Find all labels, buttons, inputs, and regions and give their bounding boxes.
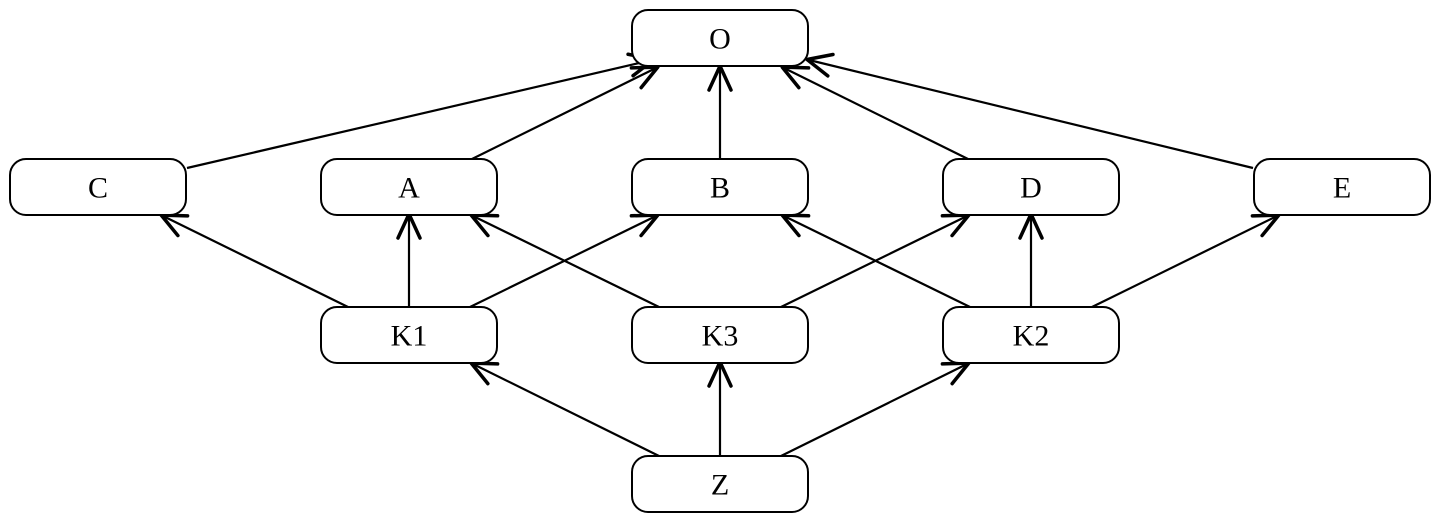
edge-k2-to-e [1091, 213, 1281, 308]
edge-b-to-o [707, 64, 733, 159]
edge-a-to-o [471, 65, 660, 160]
node-box [631, 9, 809, 67]
node-label: K1 [391, 320, 428, 353]
node-z: Z [631, 455, 809, 513]
nodes-layer: O C A B D E K1 K3 K2Z [9, 9, 1431, 513]
edge-d-to-o [780, 65, 969, 160]
node-box [631, 455, 809, 513]
node-label: K3 [702, 320, 739, 353]
edge-line [783, 215, 971, 308]
node-label: C [88, 172, 108, 205]
edge-c-to-o [186, 52, 656, 170]
node-a: A [320, 158, 498, 216]
node-k3: K3 [631, 306, 809, 364]
edge-line [471, 67, 657, 160]
arrowhead-icon [629, 65, 660, 90]
node-e: E [1253, 158, 1431, 216]
edge-line [162, 215, 349, 308]
edge-k1-to-c [159, 213, 349, 308]
edges-layer [159, 52, 1281, 457]
edge-line [469, 215, 657, 308]
node-box [320, 306, 498, 364]
edge-z-to-k3 [707, 360, 733, 456]
node-box [320, 158, 498, 216]
edge-line [472, 363, 660, 457]
node-d: D [942, 158, 1120, 216]
edge-line [780, 363, 968, 457]
node-o: O [631, 9, 809, 67]
node-label: B [710, 172, 730, 205]
node-label: Z [711, 469, 729, 502]
node-box [631, 306, 809, 364]
node-label: A [398, 172, 420, 205]
arrowhead-icon [780, 65, 811, 90]
node-label: E [1333, 172, 1351, 205]
edge-line [1091, 215, 1278, 308]
edge-line [186, 58, 653, 170]
edge-z-to-k2 [780, 361, 971, 457]
node-box [9, 158, 187, 216]
edge-line [780, 215, 968, 308]
edge-line [472, 215, 660, 308]
node-label: D [1020, 172, 1042, 205]
node-box [942, 158, 1120, 216]
node-k2: K2 [942, 306, 1120, 364]
edge-z-to-k1 [469, 361, 660, 457]
edge-line [808, 58, 1254, 170]
node-box [942, 306, 1120, 364]
node-k1: K1 [320, 306, 498, 364]
node-label: K2 [1013, 320, 1050, 353]
node-c: C [9, 158, 187, 216]
edge-line [783, 67, 969, 160]
node-box [1253, 158, 1431, 216]
node-box [631, 158, 809, 216]
edge-k2-to-d [1018, 212, 1044, 307]
node-label: O [709, 23, 731, 56]
edge-k1-to-a [396, 212, 422, 307]
node-b: B [631, 158, 809, 216]
edge-e-to-o [805, 52, 1254, 170]
arrowhead-icon [805, 52, 835, 78]
